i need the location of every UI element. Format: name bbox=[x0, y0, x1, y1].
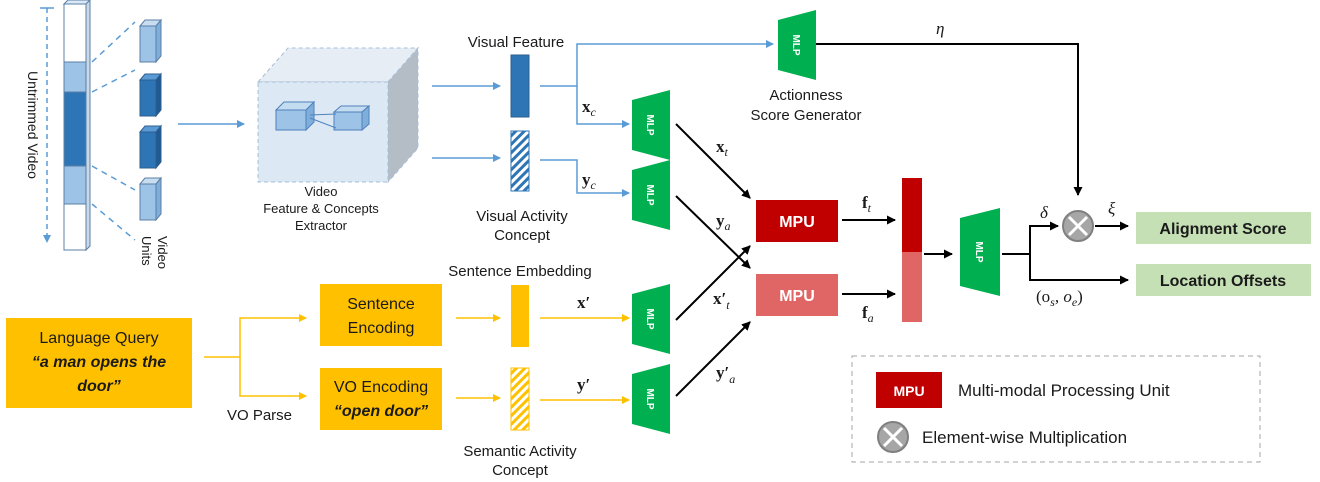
svg-text:Sentence: Sentence bbox=[347, 296, 415, 313]
svg-text:“open door”: “open door” bbox=[334, 403, 428, 420]
svg-text:MLP: MLP bbox=[790, 34, 801, 55]
sentence-embedding-label: Sentence Embedding bbox=[448, 263, 591, 280]
query-label-3: door” bbox=[77, 378, 121, 395]
mlp-visual-feature: MLP bbox=[632, 90, 670, 160]
video-unit bbox=[138, 176, 163, 222]
svg-text:MPU: MPU bbox=[779, 288, 815, 305]
extractor-label-3: Extractor bbox=[295, 218, 348, 233]
svg-text:MLP: MLP bbox=[644, 308, 655, 329]
mpu-top: MPU bbox=[756, 200, 838, 242]
label-y-prime: y′ bbox=[577, 375, 590, 394]
label-x-prime: x′ bbox=[577, 293, 590, 312]
arrow-eta-to-multiply bbox=[816, 43, 1083, 196]
label-yc: yc bbox=[582, 170, 597, 192]
label-ya: ya bbox=[716, 211, 731, 233]
feature-extractor: Video Feature & Concepts Extractor bbox=[256, 46, 420, 233]
legend: MPU Multi-modal Processing Unit Element-… bbox=[851, 355, 1261, 463]
svg-text:MLP: MLP bbox=[644, 114, 655, 135]
arrow-concept-to-mlp-yc bbox=[540, 159, 630, 197]
svg-text:MLP: MLP bbox=[644, 184, 655, 205]
location-offsets-box: Location Offsets bbox=[1136, 264, 1311, 296]
video-unit bbox=[138, 18, 163, 64]
video-strip bbox=[62, 0, 91, 252]
label-xt: xt bbox=[716, 137, 729, 159]
extractor-label-1: Video bbox=[304, 184, 337, 199]
svg-text:Alignment Score: Alignment Score bbox=[1159, 221, 1286, 238]
vo-encoding-box: VO Encoding “open door” bbox=[320, 368, 442, 430]
label-eta: η bbox=[936, 19, 944, 38]
label-xc: xc bbox=[582, 97, 597, 119]
visual-activity-label-2: Concept bbox=[494, 227, 551, 244]
mpu-bottom: MPU bbox=[756, 274, 838, 316]
visual-feature-bar bbox=[510, 54, 530, 118]
untrimmed-video: Untrimmed Video bbox=[25, 0, 91, 252]
mlp-semantic-concept: MLP bbox=[632, 364, 670, 434]
arrow-delta-to-multiply bbox=[1002, 221, 1059, 255]
concat-feature-bar bbox=[902, 178, 922, 322]
query-label-1: Language Query bbox=[39, 330, 158, 347]
actionness-label-1: Actionness bbox=[769, 87, 842, 104]
svg-text:MPU: MPU bbox=[779, 214, 815, 231]
label-xi: ξ bbox=[1108, 199, 1116, 218]
mlp-visual-concept: MLP bbox=[632, 160, 670, 230]
visual-activity-label-1: Visual Activity bbox=[476, 208, 568, 225]
visual-feature-label: Visual Feature bbox=[468, 34, 564, 51]
extractor-label-2: Feature & Concepts bbox=[263, 201, 379, 216]
label-x-prime-t: x′t bbox=[713, 289, 730, 312]
svg-text:MPU: MPU bbox=[893, 383, 924, 399]
label-y-prime-a: y′a bbox=[716, 363, 735, 386]
mlp-actionness: MLP bbox=[778, 10, 816, 80]
sentence-encoding-box: Sentence Encoding bbox=[320, 284, 442, 346]
semantic-activity-label-1: Semantic Activity bbox=[463, 443, 577, 460]
semantic-activity-bar bbox=[510, 367, 530, 431]
arrows-into-mpu bbox=[675, 123, 751, 397]
legend-mpu-label: Multi-modal Processing Unit bbox=[958, 381, 1170, 400]
legend-multiply-label: Element-wise Multiplication bbox=[922, 428, 1127, 447]
conv-block-icon bbox=[274, 100, 371, 132]
semantic-activity-label-2: Concept bbox=[492, 462, 549, 479]
legend-mpu-swatch: MPU bbox=[876, 372, 942, 408]
untrimmed-video-label: Untrimmed Video bbox=[25, 71, 41, 179]
query-label-2: “a man opens the bbox=[32, 354, 166, 371]
actionness-label-2: Score Generator bbox=[751, 107, 862, 124]
label-offsets: (os, oe) bbox=[1036, 287, 1083, 309]
language-query-box: Language Query “a man opens the door” bbox=[6, 318, 192, 408]
label-delta: δ bbox=[1040, 203, 1049, 222]
arrow-query-to-sentence-encoding bbox=[204, 314, 307, 358]
mlp-fusion: MLP bbox=[960, 208, 1000, 296]
video-unit-connectors bbox=[91, 21, 136, 241]
label-fa: fa bbox=[862, 303, 874, 325]
arrow-query-to-vo-encoding bbox=[239, 357, 307, 400]
svg-text:Encoding: Encoding bbox=[348, 320, 415, 337]
video-units-label-2: Units bbox=[139, 236, 154, 266]
video-unit bbox=[138, 72, 163, 118]
alignment-score-box: Alignment Score bbox=[1136, 212, 1311, 244]
visual-activity-bar bbox=[510, 130, 530, 192]
svg-text:Location Offsets: Location Offsets bbox=[1160, 273, 1286, 290]
multiply-icon bbox=[1062, 210, 1094, 242]
mlp-sentence-embedding: MLP bbox=[632, 284, 670, 354]
svg-text:MLP: MLP bbox=[644, 388, 655, 409]
video-units-label-1: Video bbox=[155, 236, 170, 269]
label-ft: ft bbox=[862, 193, 872, 215]
vo-parse-label: VO Parse bbox=[227, 407, 292, 424]
video-units: Video Units bbox=[138, 18, 170, 269]
arrow-feature-to-actionness-mlp bbox=[540, 40, 774, 87]
arrow-feature-to-mlp-xc bbox=[576, 86, 630, 128]
legend-multiply-icon bbox=[877, 421, 909, 453]
video-unit bbox=[138, 124, 163, 170]
svg-text:VO Encoding: VO Encoding bbox=[334, 379, 428, 396]
sentence-embedding-bar bbox=[511, 285, 529, 347]
svg-text:MLP: MLP bbox=[973, 241, 984, 262]
arrow-to-location-offsets bbox=[1029, 254, 1129, 285]
